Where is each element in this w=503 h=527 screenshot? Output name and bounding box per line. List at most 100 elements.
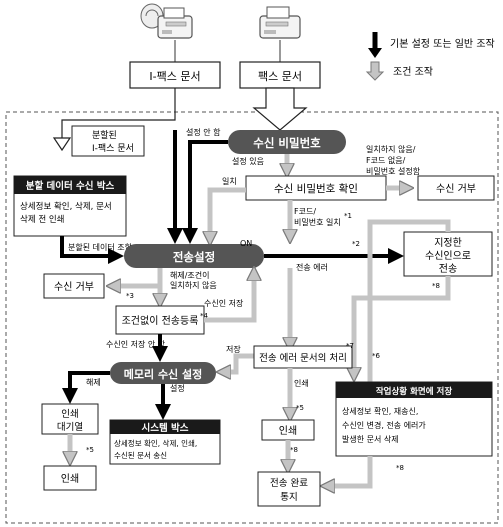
reject-left-label: 수신 거부 — [54, 281, 94, 293]
memory-setting-pill — [110, 362, 216, 384]
transfer-setting-pill — [124, 244, 264, 268]
split-combine-arrow — [60, 236, 124, 264]
fax-machine-icon — [259, 6, 301, 39]
note-5b: *5 — [296, 404, 304, 412]
transfer-error-label: 전송 에러 — [296, 262, 328, 272]
designated-recipient-line1: 지정한 — [434, 237, 462, 249]
unconditional-register-box — [115, 305, 205, 335]
fcode-label-2: 비밀번호 일치 — [294, 218, 341, 227]
legend-gray-arrow-icon — [365, 61, 385, 81]
recipient-save-none-label: 수신인 저장 안 함 — [106, 339, 166, 349]
fax-document-box — [239, 61, 321, 89]
print-queue-line2: 대기열 — [57, 422, 83, 433]
split-ifax-line1: 분할된 — [92, 129, 117, 141]
reject-left-box — [43, 273, 105, 299]
recipient-loop-line — [367, 219, 451, 386]
system-box-desc1: 상세정보 확인, 삭제, 인쇄, — [114, 438, 197, 448]
note-8c: *8 — [396, 464, 404, 472]
note-8b: *8 — [290, 446, 298, 454]
error-save-arrow — [222, 353, 254, 372]
completion-notice-line2: 통지 — [280, 492, 297, 503]
recipient-save-label: 수신인 저장 — [204, 298, 244, 308]
system-box-title: 시스템 박스 — [141, 422, 188, 434]
ifax-document-label: I-팩스 문서 — [149, 70, 200, 83]
legend: 기본 설정 또는 일반 조작 조건 조작 — [365, 32, 495, 81]
reject-right-box — [417, 175, 495, 201]
with-setting-label: 설정 있음 — [232, 156, 264, 166]
fcode-label-1: F코드/ — [294, 207, 316, 216]
save-label: 저장 — [226, 344, 241, 354]
designated-recipient-line2: 수신인으로 — [425, 250, 471, 262]
print-bottom-box — [43, 465, 97, 491]
note-8a: *8 — [432, 282, 440, 290]
error-doc-box — [253, 345, 353, 369]
on-label: ON — [240, 239, 252, 248]
designated-recipient-line3: 전송 — [439, 263, 457, 275]
transfer-setting-label: 전송설정 — [173, 250, 215, 264]
receive-password-label: 수신 비밀번호 — [253, 136, 321, 150]
note-2: *2 — [352, 240, 360, 248]
mismatch-label-2: F코드 없음/ — [366, 156, 406, 165]
status-screen-desc3: 발생한 문서 삭제 — [342, 434, 399, 444]
designated-recipient-box — [403, 231, 493, 277]
split-data-box-title: 분할 데이터 수신 박스 — [26, 180, 115, 192]
system-box-desc2: 수신된 문서 송신 — [114, 450, 167, 460]
system-box-header — [110, 420, 220, 434]
release-mismatch-arrow — [112, 268, 163, 286]
note-7: *7 — [346, 342, 354, 350]
completion-notice-box — [257, 471, 321, 507]
print-queue-line1: 인쇄 — [61, 409, 78, 420]
release-label: 해제 — [86, 377, 101, 387]
split-ifax-line2: I-팩스 문서 — [92, 143, 134, 154]
release-label-1: 해제/조건이 — [170, 270, 210, 280]
legend-basic-label: 기본 설정 또는 일반 조작 — [390, 38, 495, 50]
memory-setting-label: 메모리 수신 설정 — [124, 367, 203, 381]
print-queue-box — [41, 403, 99, 435]
confirm-password-label: 수신 비밀번호 확인 — [274, 182, 358, 195]
recipient-save-arrow — [204, 272, 254, 323]
no-setting-arrow — [182, 140, 228, 244]
split-ifax-box — [71, 125, 145, 157]
ifax-split-arrowhead — [52, 137, 72, 152]
ifax-split-line — [61, 88, 176, 138]
match-label: 일치 — [222, 177, 237, 186]
status-screen-desc1: 상세정보 확인, 재송신, — [342, 406, 418, 416]
status-screen-title: 작업상황 화면에 저장 — [376, 386, 452, 397]
fax-machine-icon — [140, 3, 193, 39]
status-screen-desc2: 수신인 변경, 전송 에러가 — [342, 420, 426, 430]
note-1: *1 — [344, 212, 352, 220]
confirm-password-box — [245, 175, 387, 201]
note-4: *4 — [200, 312, 209, 320]
print-bottom-label: 인쇄 — [61, 473, 79, 485]
mismatch-label-1: 일치하지 않음/ — [366, 144, 416, 154]
status-to-completion-arrow — [326, 456, 373, 486]
reject-right-label: 수신 거부 — [436, 183, 476, 195]
note-6: *6 — [372, 352, 381, 360]
mismatch-label-3: 비밀번호 설정함 — [366, 166, 421, 176]
status-screen-header — [336, 382, 492, 398]
split-data-box-header — [14, 176, 126, 194]
release-label-2: 일치하지 않음 — [170, 280, 217, 290]
match-arrow — [210, 187, 246, 240]
split-data-box-desc1: 상세정보 확인, 삭제, 문서 — [20, 201, 112, 212]
completion-notice-line1: 전송 완료 — [270, 478, 308, 489]
print-edge-label: 인쇄 — [294, 378, 309, 388]
ifax-document-box — [129, 61, 221, 89]
split-data-box-desc2: 삭제 전 인쇄 — [20, 214, 65, 225]
print-mid-label: 인쇄 — [279, 425, 297, 437]
recipient-error-arrow — [354, 276, 451, 376]
legend-black-arrow-icon — [368, 32, 382, 58]
legend-conditional-label: 조건 조작 — [393, 66, 433, 78]
release-arrow — [62, 371, 110, 404]
fax-document-label: 팩스 문서 — [258, 70, 302, 83]
split-combine-label: 분할된 데이터 조합 — [68, 242, 133, 252]
note-3: *3 — [126, 292, 134, 300]
unconditional-register-label: 조건없이 전송등록 — [122, 314, 199, 327]
setting-label: 설정 — [170, 383, 185, 393]
fax-input-arrow — [252, 87, 308, 131]
no-setting-label: 설정 안 함 — [186, 127, 221, 137]
split-ifax-node: 분할된 I-팩스 문서 — [71, 125, 145, 157]
device-boundary — [5, 111, 499, 524]
receive-password-pill — [228, 130, 346, 154]
